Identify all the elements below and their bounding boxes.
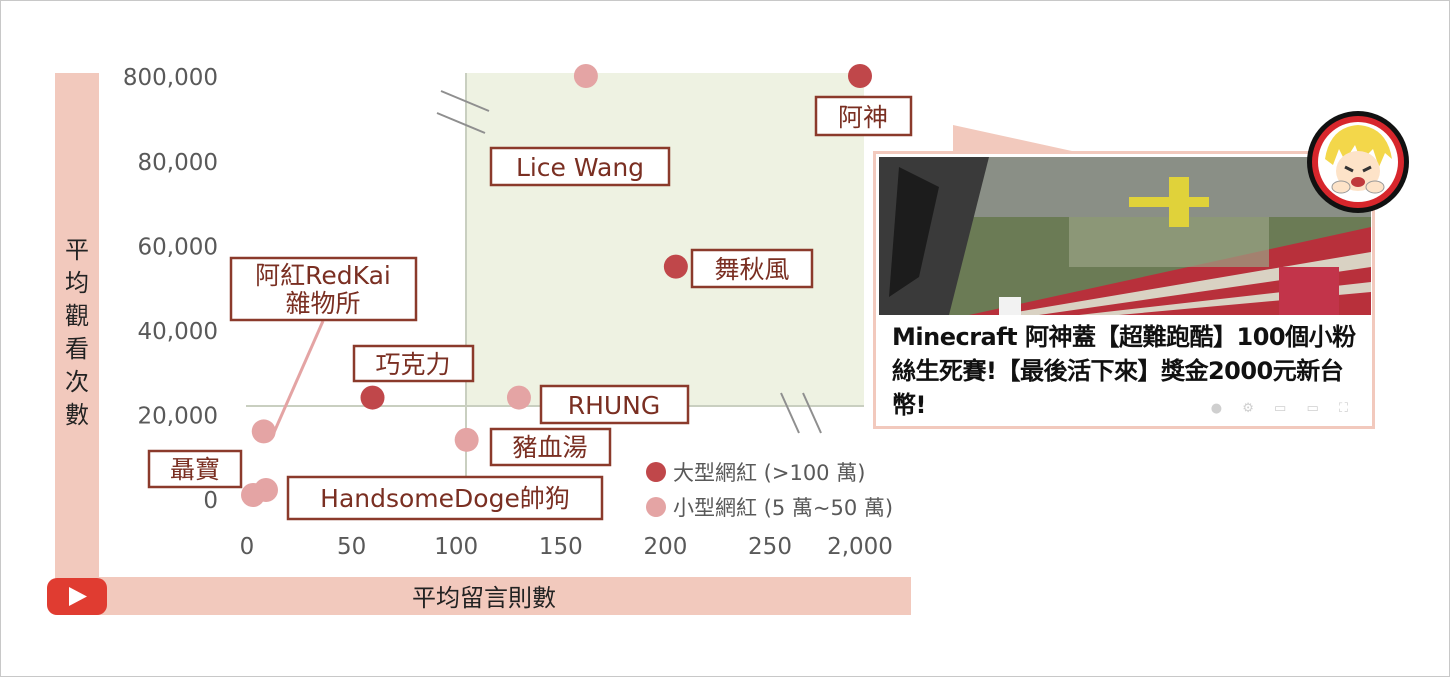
svg-text:HandsomeDoge帥狗: HandsomeDoge帥狗: [320, 484, 570, 513]
legend-label-small: 小型網紅 (5 萬~50 萬): [673, 496, 893, 520]
channel-avatar-icon[interactable]: [1305, 109, 1411, 215]
y-axis-band: [55, 73, 99, 583]
data-point: [663, 254, 688, 279]
x-tick-label: 200: [643, 534, 687, 560]
x-tick-label: 50: [337, 534, 366, 560]
video-title[interactable]: Minecraft 阿神蓋【超難跑酷】100個小粉絲生死賽!【最後活下來】獎金2…: [892, 323, 1356, 419]
y-axis-label-char: 平: [65, 236, 89, 264]
x-axis-label: 平均留言則數: [412, 584, 556, 612]
y-axis-label-char: 觀: [65, 302, 89, 330]
legend-marker-large: [646, 462, 666, 482]
legend-marker-small: [646, 497, 666, 517]
x-axis-break: [780, 392, 822, 434]
data-point: [251, 419, 276, 444]
label-licewang: Lice Wang: [489, 146, 671, 187]
x-axis-band: [61, 577, 911, 615]
y-axis-label-char: 次: [65, 368, 89, 396]
y-tick-label: 60,000: [138, 235, 218, 261]
x-tick-label: 250: [748, 534, 792, 560]
label-rhung: RHUNG: [539, 384, 690, 425]
data-point: [241, 483, 265, 507]
legend: 大型網紅 (>100 萬) 小型網紅 (5 萬~50 萬): [646, 461, 893, 520]
y-tick-labels: 0 20,000 40,000 60,000 80,000 800,000: [123, 65, 218, 514]
y-axis-label-char: 均: [65, 269, 89, 297]
legend-label-large: 大型網紅 (>100 萬): [673, 461, 865, 485]
x-tick-labels: 0 50 100 150 200 250 2,000: [240, 534, 893, 560]
label-wuqiufeng: 舞秋風: [690, 248, 814, 289]
svg-text:舞秋風: 舞秋風: [714, 255, 789, 284]
highlight-region: [466, 73, 864, 406]
redkai-connector-line: [270, 320, 325, 438]
callout-pointer: [953, 125, 1081, 153]
svg-text:Lice Wang: Lice Wang: [516, 153, 644, 182]
x-tick-label: 2,000: [827, 534, 893, 560]
svg-text:阿紅RedKai: 阿紅RedKai: [255, 261, 391, 290]
x-tick-label: 100: [434, 534, 478, 560]
data-points: [241, 64, 872, 507]
y-tick-label: 0: [203, 488, 218, 514]
x-tick-label: 0: [240, 534, 255, 560]
video-card[interactable]: Minecraft 阿神蓋【超難跑酷】100個小粉絲生死賽!【最後活下來】獎金2…: [873, 151, 1375, 429]
data-point: [360, 385, 385, 410]
svg-text:雜物所: 雜物所: [285, 289, 360, 318]
data-point: [454, 427, 479, 452]
y-axis-break: [436, 90, 490, 134]
y-axis-label-char: 看: [65, 335, 89, 363]
svg-text:豬血湯: 豬血湯: [512, 433, 587, 462]
label-redkai: 阿紅RedKai 雜物所: [229, 256, 418, 322]
youtube-play-icon: [47, 578, 107, 615]
video-thumbnail[interactable]: [879, 157, 1371, 315]
svg-text:巧克力: 巧克力: [375, 350, 450, 379]
y-axis-label-char: 數: [65, 401, 89, 429]
data-point: [848, 64, 872, 88]
label-handsomedoge: HandsomeDoge帥狗: [286, 475, 604, 521]
y-tick-label: 800,000: [123, 65, 218, 91]
y-tick-label: 20,000: [138, 404, 218, 430]
label-qiaokeli: 巧克力: [352, 344, 475, 383]
data-point: [573, 64, 598, 88]
label-niebao: 聶寶: [147, 449, 243, 489]
y-tick-label: 80,000: [138, 150, 218, 176]
label-ashen: 阿神: [814, 95, 913, 137]
x-tick-label: 150: [539, 534, 583, 560]
label-zhuxuetang: 豬血湯: [489, 427, 612, 467]
svg-text:阿神: 阿神: [838, 103, 888, 132]
video-controls-icon[interactable]: ● ⚙ ▭ ▭ ⛶: [1210, 401, 1356, 416]
y-tick-label: 40,000: [138, 319, 218, 345]
svg-text:聶寶: 聶寶: [170, 455, 220, 484]
svg-text:RHUNG: RHUNG: [568, 391, 661, 420]
data-point: [506, 385, 531, 410]
